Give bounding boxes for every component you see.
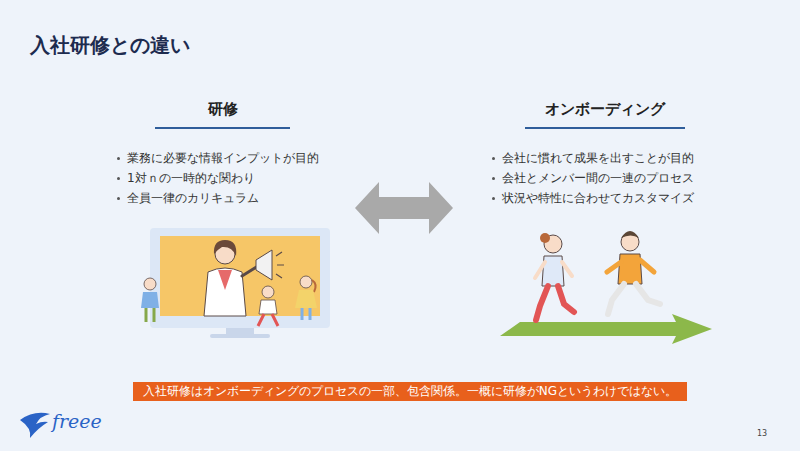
- banner-text: 入社研修はオンボーディングのプロセスの一部、包含関係。一概に研修がNGというわけ…: [143, 384, 677, 399]
- brand-logo: freee: [52, 410, 102, 432]
- bullet-text: 会社に慣れて成果を出すことが目的: [502, 150, 694, 166]
- bullet-dot: [117, 177, 120, 180]
- bullet-dot: [117, 197, 120, 200]
- page-number: 13: [757, 429, 767, 438]
- logo-bird: [20, 413, 50, 438]
- bullet-text: 状況や特性に合わせてカスタマイズ: [502, 190, 694, 206]
- bullet-dot: [117, 157, 120, 160]
- bullet-text: 1対ｎの一時的な関わり: [127, 170, 255, 186]
- lecture-illustration: [141, 228, 330, 338]
- column-heading: オンボーディング: [525, 100, 685, 129]
- note-banner: 入社研修はオンボーディングのプロセスの一部、包含関係。一概に研修がNGというわけ…: [133, 382, 687, 401]
- bullet-dot: [492, 177, 495, 180]
- fat-double-arrow: [355, 182, 453, 234]
- slide-title: 入社研修との違い: [30, 32, 190, 59]
- comparison-column: オンボーディング会社に慣れて成果を出すことが目的会社とメンバー間の一連のプロセス…: [458, 100, 728, 225]
- column-heading: 研修: [155, 100, 290, 129]
- bullet-dot: [492, 157, 495, 160]
- bullet-text: 全員一律のカリキュラム: [127, 190, 259, 206]
- bullet-dot: [492, 197, 495, 200]
- running-illustration: [500, 231, 712, 344]
- bullet-text: 業務に必要な情報インプットが目的: [127, 150, 319, 166]
- bullet-text: 会社とメンバー間の一連のプロセス: [502, 170, 694, 186]
- comparison-column: 研修業務に必要な情報インプットが目的 1対ｎの一時的な関わり全員一律のカリキュラム: [100, 100, 350, 225]
